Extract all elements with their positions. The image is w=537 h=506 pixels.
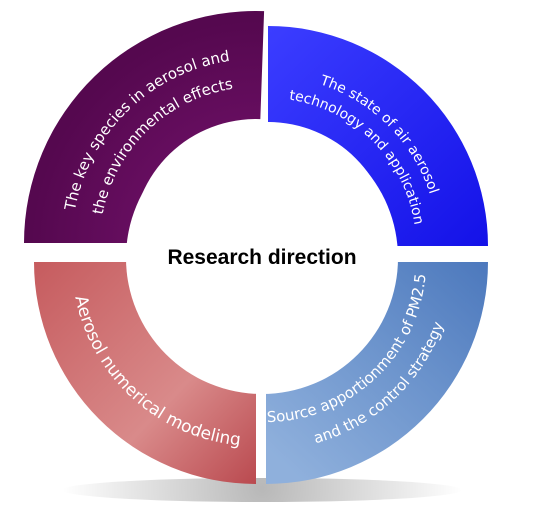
center-circle [126,122,398,394]
ring-shadow [62,478,462,502]
segment-source-apportionment [266,262,488,484]
ring-segments [24,11,488,484]
segment-air-aerosol-technology [268,26,488,246]
segment-key-species [24,11,265,243]
segment-numerical-modeling [34,262,256,484]
center-title: Research direction [167,246,356,269]
